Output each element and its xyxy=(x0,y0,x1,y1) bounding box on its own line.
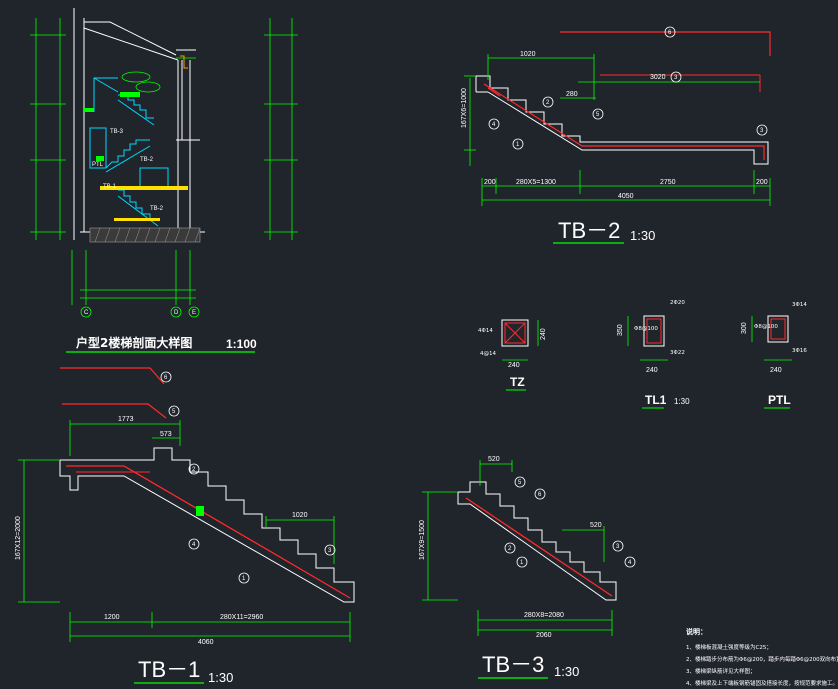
tb2-dim-steps: 280X5=1300 xyxy=(516,179,556,186)
tb2-dim-step-h: 280 xyxy=(566,91,578,98)
tz-width: 240 xyxy=(508,362,520,369)
tb2-bubble-4: 4 xyxy=(492,122,496,128)
section-label-2: TB-2 xyxy=(140,157,154,163)
tl1-height: 350 xyxy=(617,324,624,336)
tb3-bubble-3: 3 xyxy=(616,544,620,550)
tb1-scale: 1:30 xyxy=(208,670,233,685)
tb2-bubble-1: 1 xyxy=(516,142,520,148)
tb2-bubble-3a: 3 xyxy=(674,75,678,81)
tz-height: 240 xyxy=(540,328,547,340)
tb3-bubble-5: 5 xyxy=(518,480,522,486)
note-line-3: 3、楼梯梁纵筋详见大样图； xyxy=(686,667,756,675)
tb2-detail: 1020 3020 280 167X6=1000 200 280X5=1300 … xyxy=(461,26,771,244)
stair-section-view: TB-3 TB-2 TB-1 TB-2 PTL C D E 户型2楼梯剖面大样图… xyxy=(30,8,298,353)
section-label-3: TB-1 xyxy=(103,184,117,190)
tb1-dim-total: 4060 xyxy=(198,639,214,646)
axis-bubble-e: E xyxy=(192,310,196,316)
tz-label-1: 4Φ14 xyxy=(478,328,493,334)
tb1-dim-top-mid: 573 xyxy=(160,431,172,438)
tb2-bubble-6: 6 xyxy=(668,30,672,36)
tb1-bubble-1: 1 xyxy=(242,576,246,582)
tl1-label-mid: Φ8@100 xyxy=(634,326,658,332)
tb2-dim-bottom-left: 200 xyxy=(484,179,496,186)
notes-heading: 说明： xyxy=(686,627,707,636)
tb3-bubble-2: 2 xyxy=(508,546,512,552)
tb2-dim-right-run: 3020 xyxy=(650,74,666,81)
tb3-bubble-6: 6 xyxy=(538,492,542,498)
tb3-dim-steps: 280X8=2080 xyxy=(524,612,564,619)
tb3-title: TB－3 xyxy=(482,652,544,677)
tb2-title: TB－2 xyxy=(558,218,620,243)
tb1-bubble-5: 5 xyxy=(172,409,176,415)
tb1-dim-steps: 280X11=2960 xyxy=(220,614,263,621)
ptl-title: PTL xyxy=(768,393,791,407)
note-line-4: 4、楼梯梁及上下端板钢筋锚固及搭接长度，按规范要求施工。 xyxy=(686,679,838,687)
tb3-dim-height: 167X9=1500 xyxy=(419,520,426,560)
notes-block: 说明： 1、楼梯板混凝土强度等级为C25； 2、楼梯踏步分布筋为Φ6@200，踏… xyxy=(686,627,838,687)
tb1-dim-top-left: 1773 xyxy=(118,416,134,423)
tb1-detail: 1773 573 1020 167X12=2000 1200 280X11=29… xyxy=(15,367,355,685)
tb3-bubble-1: 1 xyxy=(520,560,524,566)
tb3-scale: 1:30 xyxy=(554,664,579,679)
tz-label-2: 4@14 xyxy=(480,351,496,357)
tb3-dim-total: 2060 xyxy=(536,632,552,639)
tb2-dim-height: 167X6=1000 xyxy=(461,88,468,128)
tz-title: TZ xyxy=(510,375,525,389)
section-label-5: PTL xyxy=(92,162,104,168)
tb2-dim-top-run: 1020 xyxy=(520,51,536,58)
tb1-bubble-6: 6 xyxy=(164,375,168,381)
tb3-dim-top: 520 xyxy=(488,456,500,463)
tb2-dim-flat: 2750 xyxy=(660,179,676,186)
tb2-bubble-5: 5 xyxy=(596,112,600,118)
section-label-1: TB-3 xyxy=(110,129,124,135)
tb2-scale: 1:30 xyxy=(630,228,655,243)
note-line-2: 2、楼梯踏步分布筋为Φ6@200，踏步内每踏Φ6@200双向布置； xyxy=(686,655,838,663)
ptl-height: 300 xyxy=(741,322,748,334)
tl1-label-bottom: 3Φ22 xyxy=(670,350,685,356)
tb1-dim-height: 167X12=2000 xyxy=(15,516,22,560)
tb1-bubble-4: 4 xyxy=(192,542,196,548)
section-title: 户型2楼梯剖面大样图 xyxy=(76,335,192,350)
tb1-bubble-2: 2 xyxy=(192,467,196,473)
tb2-dim-total: 4050 xyxy=(618,193,634,200)
tb1-bubble-3: 3 xyxy=(328,548,332,554)
axis-bubble-d: D xyxy=(174,310,179,316)
tl1-scale: 1:30 xyxy=(674,397,690,406)
ptl-label-top: 3Φ14 xyxy=(792,302,807,308)
ptl-label-mid: Φ8@100 xyxy=(754,324,778,330)
note-line-1: 1、楼梯板混凝土强度等级为C25； xyxy=(686,643,772,651)
tb3-dim-right: 520 xyxy=(590,522,602,529)
ptl-width: 240 xyxy=(770,367,782,374)
tb3-detail: 520 520 167X9=1500 280X8=2080 2060 5 6 3… xyxy=(419,456,636,679)
section-label-4: TB-2 xyxy=(150,206,164,212)
axis-bubble-c: C xyxy=(84,310,89,316)
tb1-dim-bottom-left: 1200 xyxy=(104,614,120,621)
column-beam-sections: 240 240 4Φ14 4@14 TZ 240 350 2Φ20 Φ8@100… xyxy=(478,300,807,409)
tb1-title: TB－1 xyxy=(138,657,200,682)
tl1-label-top: 2Φ20 xyxy=(670,300,685,306)
tb2-bubble-2: 2 xyxy=(546,100,550,106)
tb3-bubble-4: 4 xyxy=(628,560,632,566)
tb2-bubble-3b: 3 xyxy=(760,128,764,134)
tb1-dim-right-run: 1020 xyxy=(292,512,308,519)
tb2-dim-bottom-right: 200 xyxy=(756,179,768,186)
ptl-label-bottom: 3Φ16 xyxy=(792,348,807,354)
tl1-width: 240 xyxy=(646,367,658,374)
section-scale: 1:100 xyxy=(226,337,257,351)
tl1-title: TL1 xyxy=(645,393,667,407)
